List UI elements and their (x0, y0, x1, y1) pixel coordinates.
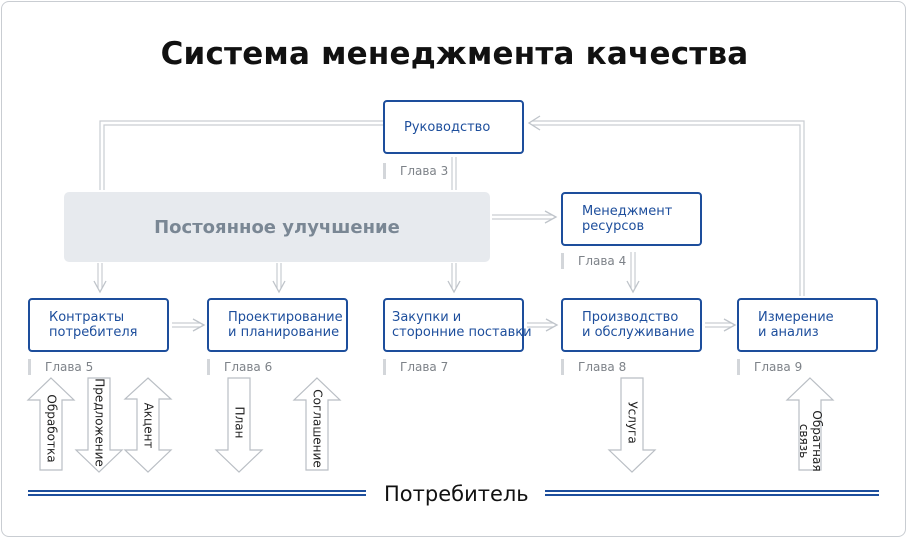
plan-arrow-icon (214, 377, 264, 473)
production-service-label-line2: и обслуживание (582, 325, 695, 340)
production-service-label-line1: Производство (582, 310, 679, 325)
customer-contracts-box[interactable]: Контракты потребителя (28, 298, 169, 352)
customer-contracts-label-line2: потребителя (49, 325, 138, 340)
consumer-label: Потребитель (384, 482, 529, 506)
leadership-box[interactable]: Руководство (383, 100, 524, 154)
proposal-arrow-label: Предложение (92, 378, 107, 467)
leadership-label: Руководство (404, 119, 491, 135)
processing-arrow-label: Обработка (44, 394, 59, 463)
feedback-arrow-label: Обратная связь (797, 401, 824, 481)
resource-management-label-line1: Менеджмент (582, 204, 673, 219)
customer-contracts-label-line1: Контракты (49, 310, 125, 325)
chapter-7-label: Глава 7 (383, 359, 448, 375)
proposal-arrow-icon (74, 377, 124, 473)
purchasing-box[interactable]: Закупки и сторонние поставки (383, 298, 532, 352)
feedback-arrow-icon (785, 377, 835, 471)
measurement-analysis-label-line2: и анализ (758, 325, 819, 340)
design-planning-label-line2: и планирование (228, 325, 340, 340)
measurement-analysis-box[interactable]: Измерение и анализ (737, 298, 878, 352)
leadership-left-connector (99, 120, 383, 190)
production-service-box[interactable]: Производство и обслуживание (561, 298, 702, 352)
page-title: Система менеджмента качества (160, 36, 749, 72)
feedback-arrow-label-line1: Обратная (810, 410, 824, 472)
service-arrow-icon (607, 377, 657, 473)
improvement-down-connectors (93, 263, 461, 294)
purchasing-label-line1: Закупки и (392, 310, 462, 325)
resources-to-production-connector (626, 252, 640, 294)
consumer-lines (28, 490, 879, 496)
feedback-loop-connector (527, 115, 805, 296)
continuous-improvement-label: Постоянное улучшение (154, 216, 400, 238)
measurement-analysis-label-line1: Измерение (758, 310, 834, 325)
design-planning-label-line1: Проектирование (228, 310, 343, 325)
chapter-6-label: Глава 6 (207, 359, 272, 375)
purchasing-label-line2: сторонние поставки (392, 325, 532, 340)
resource-management-label-line2: ресурсов (582, 219, 645, 234)
chapter-3-label: Глава 3 (383, 163, 448, 179)
chapter-9-label: Глава 9 (737, 359, 802, 375)
continuous-improvement-block: Постоянное улучшение (64, 192, 490, 262)
service-arrow-label: Услуга (625, 401, 640, 444)
improvement-to-resources-connector (492, 210, 558, 224)
chapter-4-label: Глава 4 (561, 253, 626, 269)
leadership-down-connector (451, 157, 457, 190)
resource-management-box[interactable]: Менеджмент ресурсов (561, 192, 702, 246)
accent-arrow-label: Акцент (141, 402, 156, 449)
design-planning-box[interactable]: Проектирование и планирование (207, 298, 348, 352)
chapter-5-label: Глава 5 (28, 359, 93, 375)
processing-arrow-icon (26, 377, 76, 471)
accent-arrow-icon (123, 377, 173, 473)
agreement-arrow-label: Соглашение (310, 389, 325, 468)
process-flow-connectors (172, 318, 737, 332)
plan-arrow-label: План (232, 406, 247, 439)
agreement-arrow-icon (292, 377, 342, 471)
feedback-arrow-label-line2: связь (797, 423, 811, 459)
chapter-8-label: Глава 8 (561, 359, 626, 375)
